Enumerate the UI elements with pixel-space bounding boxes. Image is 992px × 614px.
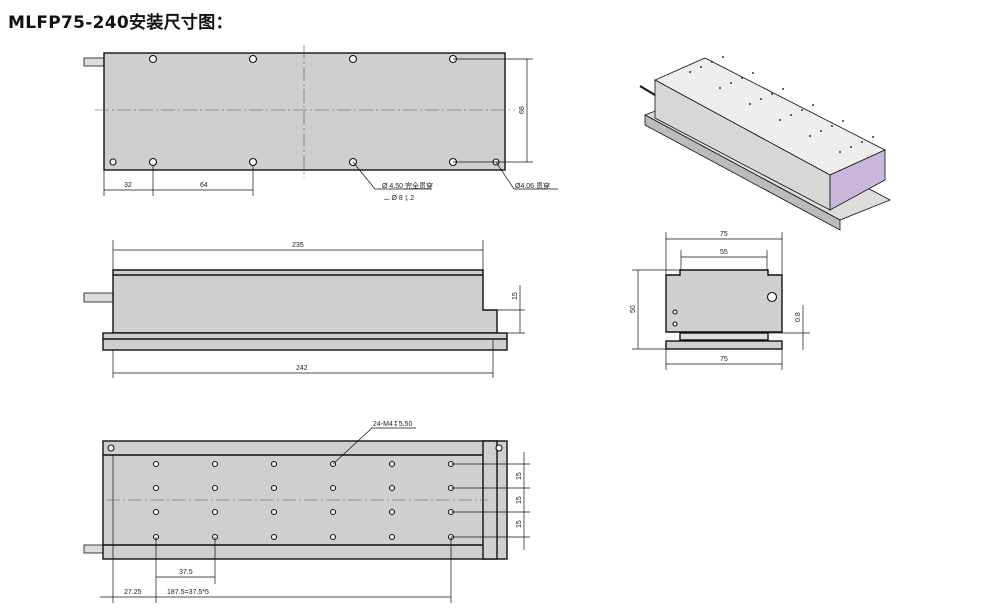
thread-hole	[329, 533, 337, 541]
top-view: 68 32 64 Ø 4.50 完全贯穿 ⌴ Ø 8 ↧ 2 Ø4.06 贯穿	[83, 45, 558, 202]
top-view-body	[103, 52, 506, 171]
iso-hole	[722, 56, 724, 58]
dim-0-8: 0.8	[795, 312, 802, 322]
dim-68: 68	[519, 106, 526, 114]
dim-32: 32	[124, 182, 132, 189]
thread-hole	[388, 484, 396, 492]
dim-15-a: 15	[516, 472, 523, 480]
thread-hole	[329, 508, 337, 516]
dim-27-25: 27.25	[124, 589, 142, 596]
iso-hole	[741, 77, 743, 79]
dim-15-c: 15	[516, 520, 523, 528]
iso-hole	[719, 87, 721, 89]
dim-15-b: 15	[516, 496, 523, 504]
iso-hole	[809, 135, 811, 137]
iso-hole	[839, 151, 841, 153]
counterbore-note: ⌴ Ø 8 ↧ 2	[384, 195, 414, 202]
dim-37-5: 37.5	[179, 569, 193, 576]
iso-hole	[782, 88, 784, 90]
iso-hole	[801, 109, 803, 111]
thread-hole	[270, 508, 278, 516]
iso-hole	[700, 66, 702, 68]
end-view: 75 55 50 0.8 75	[630, 231, 810, 370]
thread-hole	[270, 533, 278, 541]
iso-hole	[779, 119, 781, 121]
iso-hole	[771, 93, 773, 95]
dim-242: 242	[296, 365, 308, 372]
iso-hole	[842, 120, 844, 122]
thread-hole	[211, 508, 219, 516]
dim-75-top: 75	[720, 231, 728, 238]
thread-hole	[270, 460, 278, 468]
dim-15: 15	[512, 292, 519, 300]
thread-hole	[152, 484, 160, 492]
thread-hole	[388, 508, 396, 516]
thread-hole	[388, 460, 396, 468]
thread-hole	[270, 484, 278, 492]
iso-hole	[760, 98, 762, 100]
iso-hole	[752, 72, 754, 74]
drawing-title: MLFP75-240安装尺寸图：	[8, 13, 233, 33]
iso-hole	[820, 130, 822, 132]
dim-235: 235	[292, 242, 304, 249]
iso-hole	[850, 146, 852, 148]
thread-hole	[388, 533, 396, 541]
dim-75-bottom: 75	[720, 356, 728, 363]
thread-note: 24-M4↧5.50	[373, 420, 412, 428]
hole-note-2: Ø4.06 贯穿	[515, 181, 550, 190]
iso-hole	[749, 103, 751, 105]
hole-note: Ø 4.50 完全贯穿	[382, 181, 433, 190]
iso-hole	[872, 136, 874, 138]
isometric-view	[639, 56, 891, 231]
dim-64: 64	[200, 182, 208, 189]
thread-hole	[329, 484, 337, 492]
dim-55: 55	[720, 249, 728, 256]
dim-50: 50	[630, 305, 637, 313]
bottom-view: 24-M4↧5.50 15 15 15 37.5 27.25 187.5=37.…	[83, 420, 530, 603]
iso-hole	[861, 141, 863, 143]
iso-hole	[790, 114, 792, 116]
iso-hole	[689, 71, 691, 73]
iso-hole	[812, 104, 814, 106]
dim-187-5: 187.5=37.5*5	[167, 589, 209, 596]
iso-hole	[730, 82, 732, 84]
thread-hole	[152, 508, 160, 516]
iso-hole	[831, 125, 833, 127]
iso-hole	[711, 61, 713, 63]
side-view: 235 242 15	[83, 240, 525, 378]
thread-hole-grid	[152, 460, 455, 541]
thread-hole	[211, 484, 219, 492]
thread-hole	[152, 460, 160, 468]
motor-shaft	[83, 57, 105, 67]
thread-hole	[211, 460, 219, 468]
